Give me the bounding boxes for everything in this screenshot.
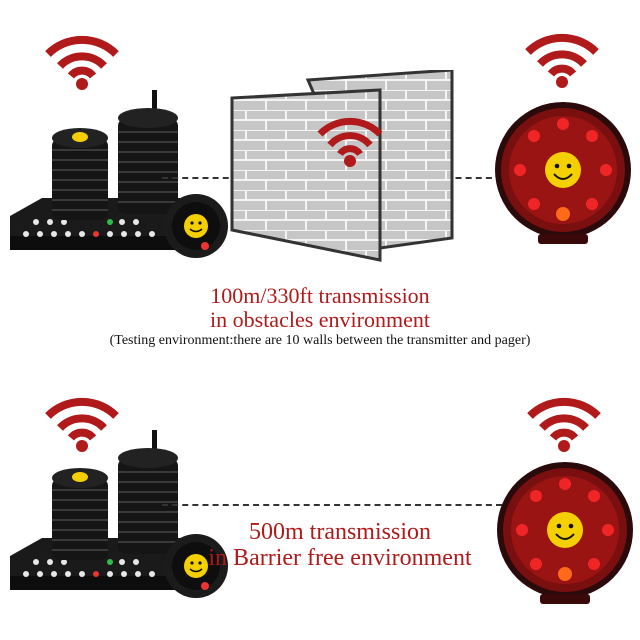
wifi-icon-transmitter-top bbox=[45, 35, 119, 90]
testing-note: (Testing environment:there are 10 walls … bbox=[109, 333, 531, 348]
transmitter-with-pagers-bottom bbox=[10, 430, 228, 598]
wifi-icon-transmitter-bottom bbox=[45, 397, 119, 452]
transmitter-with-pagers-top bbox=[10, 90, 228, 258]
caption-bottom-line2: in Barrier free environment bbox=[208, 545, 472, 571]
pager-device-top bbox=[495, 102, 631, 244]
caption-top-line2: in obstacles environment bbox=[210, 307, 430, 332]
caption-top-line1: 100m/330ft transmission bbox=[210, 283, 430, 308]
wifi-icon-pager-bottom bbox=[527, 397, 601, 452]
brick-walls-illustration bbox=[230, 70, 454, 262]
wifi-icon-pager-top bbox=[525, 33, 599, 88]
transmission-line-bottom bbox=[162, 504, 502, 506]
caption-bottom-line1: 500m transmission bbox=[248, 519, 431, 545]
pager-device-bottom bbox=[497, 462, 633, 604]
